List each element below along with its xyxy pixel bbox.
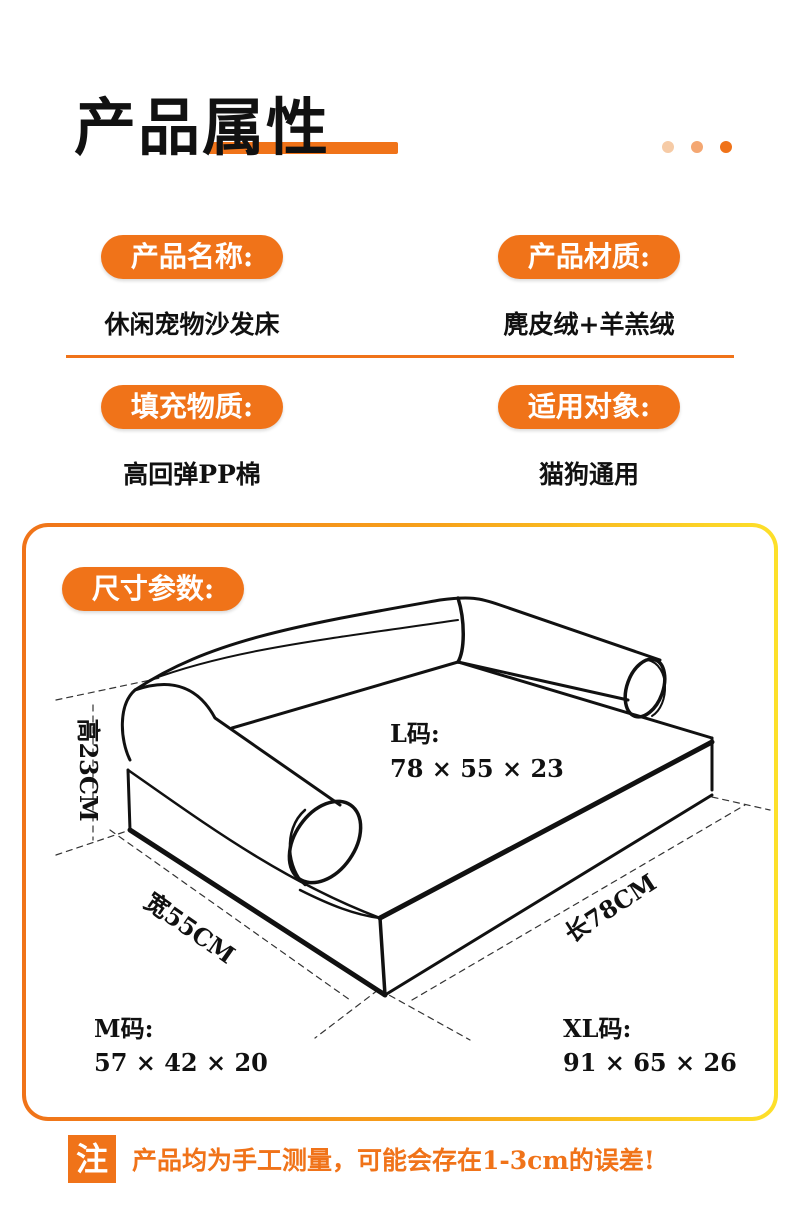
attr-label-target: 适用对象: [498, 385, 680, 429]
page-title: 产品属性 [74, 91, 331, 164]
size-l-name: L码: [390, 719, 440, 748]
attr-value-filling: 高回弹PP棉 [123, 460, 261, 489]
divider [66, 355, 734, 358]
width-label: 宽55CM [139, 887, 240, 970]
attr-value-material: 麂皮绒+羊羔绒 [503, 310, 675, 339]
page-title-block: 产品属性 [74, 88, 398, 168]
attr-value-name: 休闲宠物沙发床 [104, 310, 280, 339]
size-label: 尺寸参数: [62, 567, 244, 611]
size-xl-name: XL码: [563, 1014, 632, 1043]
attr-label-filling: 填充物质: [101, 385, 283, 429]
dot-icon [691, 141, 703, 153]
title-underline [208, 142, 398, 154]
attr-value-target: 猫狗通用 [538, 460, 639, 489]
attr-label-name: 产品名称: [101, 235, 283, 279]
size-m-dims: 57 × 42 × 20 [94, 1048, 268, 1077]
dot-icon [720, 141, 732, 153]
size-panel [22, 523, 778, 1121]
height-label: 高23CM [74, 718, 103, 821]
size-m-name: M码: [94, 1014, 154, 1043]
attr-label-material: 产品材质: [498, 235, 680, 279]
decorative-dots [662, 141, 732, 153]
note-badge: 注 [68, 1135, 116, 1183]
size-xl-dims: 91 × 65 × 26 [563, 1048, 737, 1077]
note-text: 产品均为手工测量，可能会存在1-3cm的误差! [132, 1146, 655, 1175]
dot-icon [662, 141, 674, 153]
size-l-dims: 78 × 55 × 23 [390, 754, 564, 783]
